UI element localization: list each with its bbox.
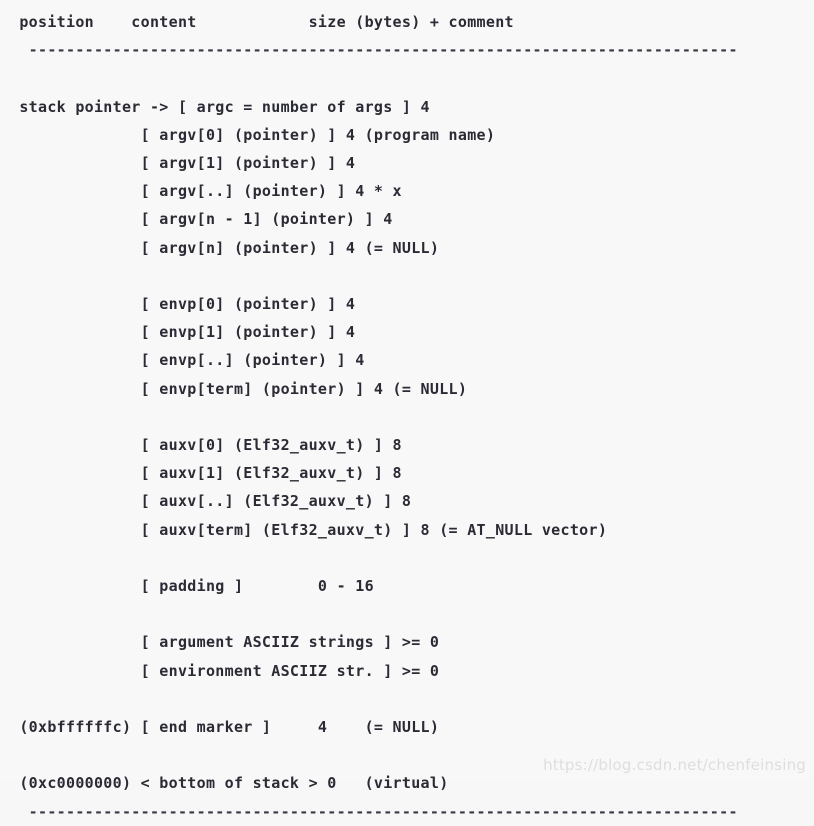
ascii-stack-listing: position content size (bytes) + comment … xyxy=(10,13,738,821)
listing-text: position content size (bytes) + comment … xyxy=(10,13,738,821)
stack-layout-diagram: position content size (bytes) + comment … xyxy=(19,13,806,821)
